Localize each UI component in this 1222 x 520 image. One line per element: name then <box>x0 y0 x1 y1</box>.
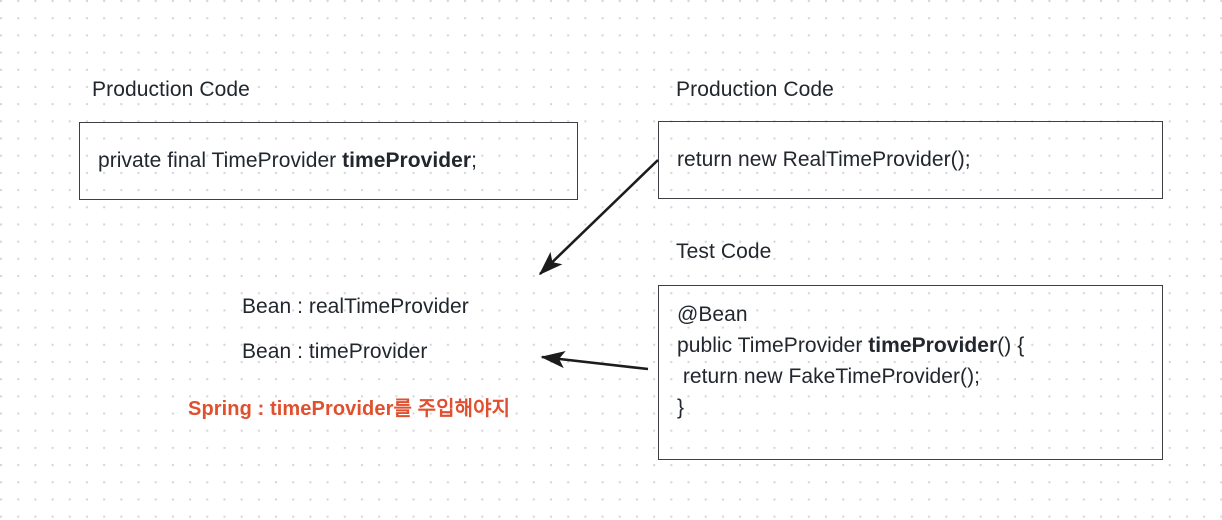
code-line: return new RealTimeProvider(); <box>659 144 1162 175</box>
right-production-code-label: Production Code <box>676 78 834 101</box>
bean-line-timeprovider: Bean : timeProvider <box>242 340 428 363</box>
code-line-pre: } <box>677 396 685 420</box>
code-line: return new FakeTimeProvider(); <box>659 361 1162 392</box>
bean-line-realtimeprovider: Bean : realTimeProvider <box>242 295 469 318</box>
code-line-post: () { <box>997 334 1025 358</box>
code-line: } <box>659 392 1162 423</box>
code-line: public TimeProvider timeProvider() { <box>659 330 1162 361</box>
test-code-box: @Bean public TimeProvider timeProvider()… <box>658 285 1163 460</box>
code-line-bold: timeProvider <box>868 334 998 358</box>
test-code-label: Test Code <box>676 240 772 263</box>
code-line-pre: private final TimeProvider <box>98 149 343 173</box>
left-production-code-label: Production Code <box>92 78 250 101</box>
code-line-pre: return new RealTimeProvider(); <box>677 148 971 172</box>
code-line-pre: return new FakeTimeProvider(); <box>677 365 981 389</box>
code-line: private final TimeProvider timeProvider; <box>80 145 577 176</box>
faketimeprovider-bean-arrow <box>540 351 649 371</box>
spring-injection-note: Spring : timeProvider를 주입해야지 <box>188 398 511 420</box>
code-line-post: ; <box>471 149 477 173</box>
code-line-pre: @Bean <box>677 303 748 326</box>
code-line: @Bean <box>659 299 1162 330</box>
left-production-code-box: private final TimeProvider timeProvider; <box>79 122 578 200</box>
right-production-code-box: return new RealTimeProvider(); <box>658 121 1163 199</box>
code-line-bold: timeProvider <box>342 149 472 173</box>
code-line-pre: public TimeProvider <box>677 334 869 358</box>
